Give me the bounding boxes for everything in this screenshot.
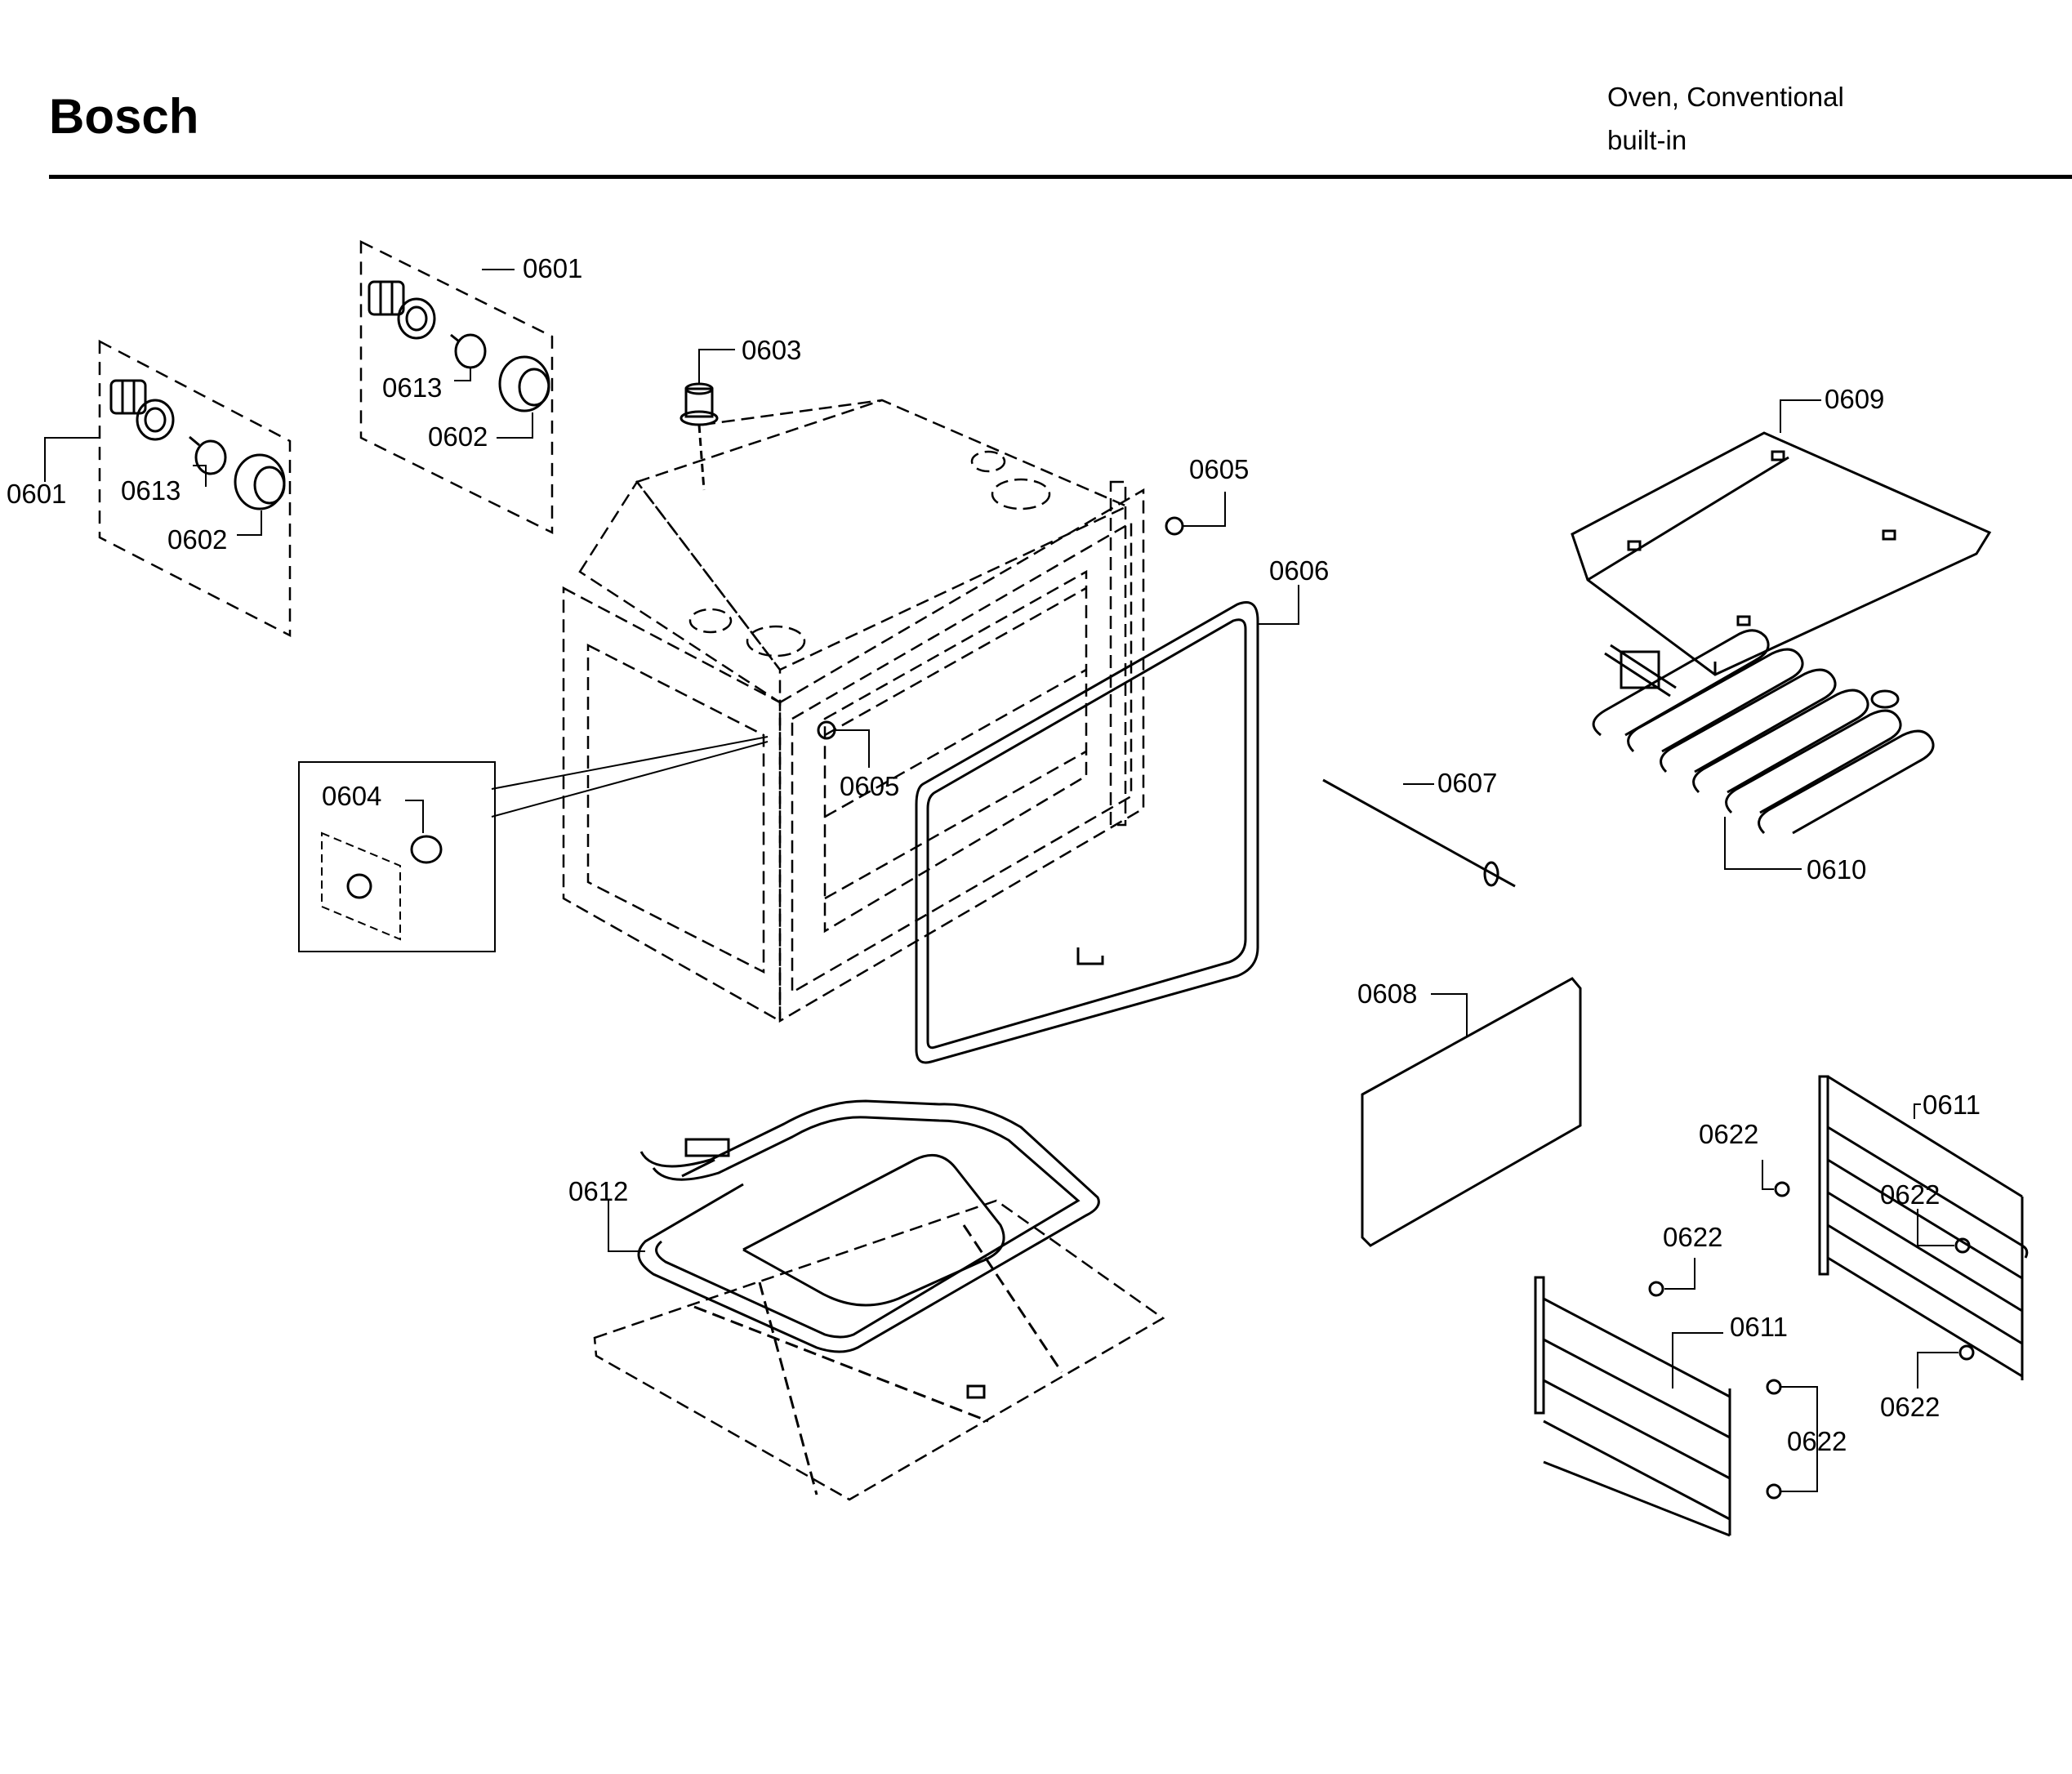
screw-a [1762,1160,1790,1197]
callout-0611-right: 0611 [1923,1090,1981,1120]
meat-probe-rod [1322,778,1516,888]
callout-labels: 0601 0613 0602 0601 0613 0602 0603 0605 … [7,253,1981,1456]
lamp-socket-top [368,280,436,340]
screw-c [1648,1258,1695,1297]
callout-0613-top: 0613 [382,372,442,403]
callout-0622-e: 0622 [1787,1426,1847,1456]
callout-0604: 0604 [322,781,381,811]
plug-mid [817,720,870,768]
callout-0622-a: 0622 [1699,1119,1758,1149]
callout-0622-c: 0622 [1663,1222,1722,1252]
lamp-assembly-top [359,239,554,535]
callout-0607: 0607 [1437,768,1497,798]
lamp-lens-left [234,453,286,510]
lamp-lens-top [498,355,550,412]
oven-cavity [562,399,1145,1023]
callout-0611-left: 0611 [1730,1312,1788,1342]
callout-0610: 0610 [1807,854,1866,885]
callout-0605-mid: 0605 [840,771,899,801]
door-gasket [915,585,1299,1064]
lamp-bulb-top [450,333,487,369]
thermostat-sensor [680,349,735,491]
callout-0603: 0603 [742,335,801,365]
plug-top [1165,492,1226,536]
callout-0612: 0612 [568,1176,628,1206]
rack-screws [1648,1160,1975,1500]
callout-0622-b: 0622 [1880,1179,1940,1210]
product-type: Oven, Conventional [1607,82,1844,112]
back-panel [1361,977,1582,1247]
heater-cover [1571,399,1992,676]
callout-0601-left: 0601 [7,479,66,509]
rack-right [1818,1075,2029,1380]
lamp-bulb-left [189,435,227,475]
callout-0608: 0608 [1357,978,1417,1009]
callout-0606: 0606 [1269,555,1329,586]
callout-0609: 0609 [1825,384,1884,414]
brand-logo-text: Bosch [49,89,199,144]
screw-d [1917,1344,1975,1388]
callout-0601-top: 0601 [523,253,582,283]
header-divider [49,175,2072,179]
callout-0622-d: 0622 [1880,1392,1940,1422]
callout-0602-top: 0602 [428,421,488,452]
bake-element-tray [593,1099,1165,1501]
callout-0602-left: 0602 [167,524,227,555]
rack-left [1534,1276,1731,1537]
top-heating-element [1592,629,1935,870]
lamp-cover-inset [298,736,769,952]
screw-e [1766,1379,1818,1500]
callout-0613-left: 0613 [121,475,180,506]
screw-b [1917,1209,1971,1254]
callout-0605-top: 0605 [1189,454,1249,484]
product-subtype: built-in [1607,125,1687,155]
lamp-socket-left [109,379,175,441]
lamp-assembly-left [44,339,292,638]
